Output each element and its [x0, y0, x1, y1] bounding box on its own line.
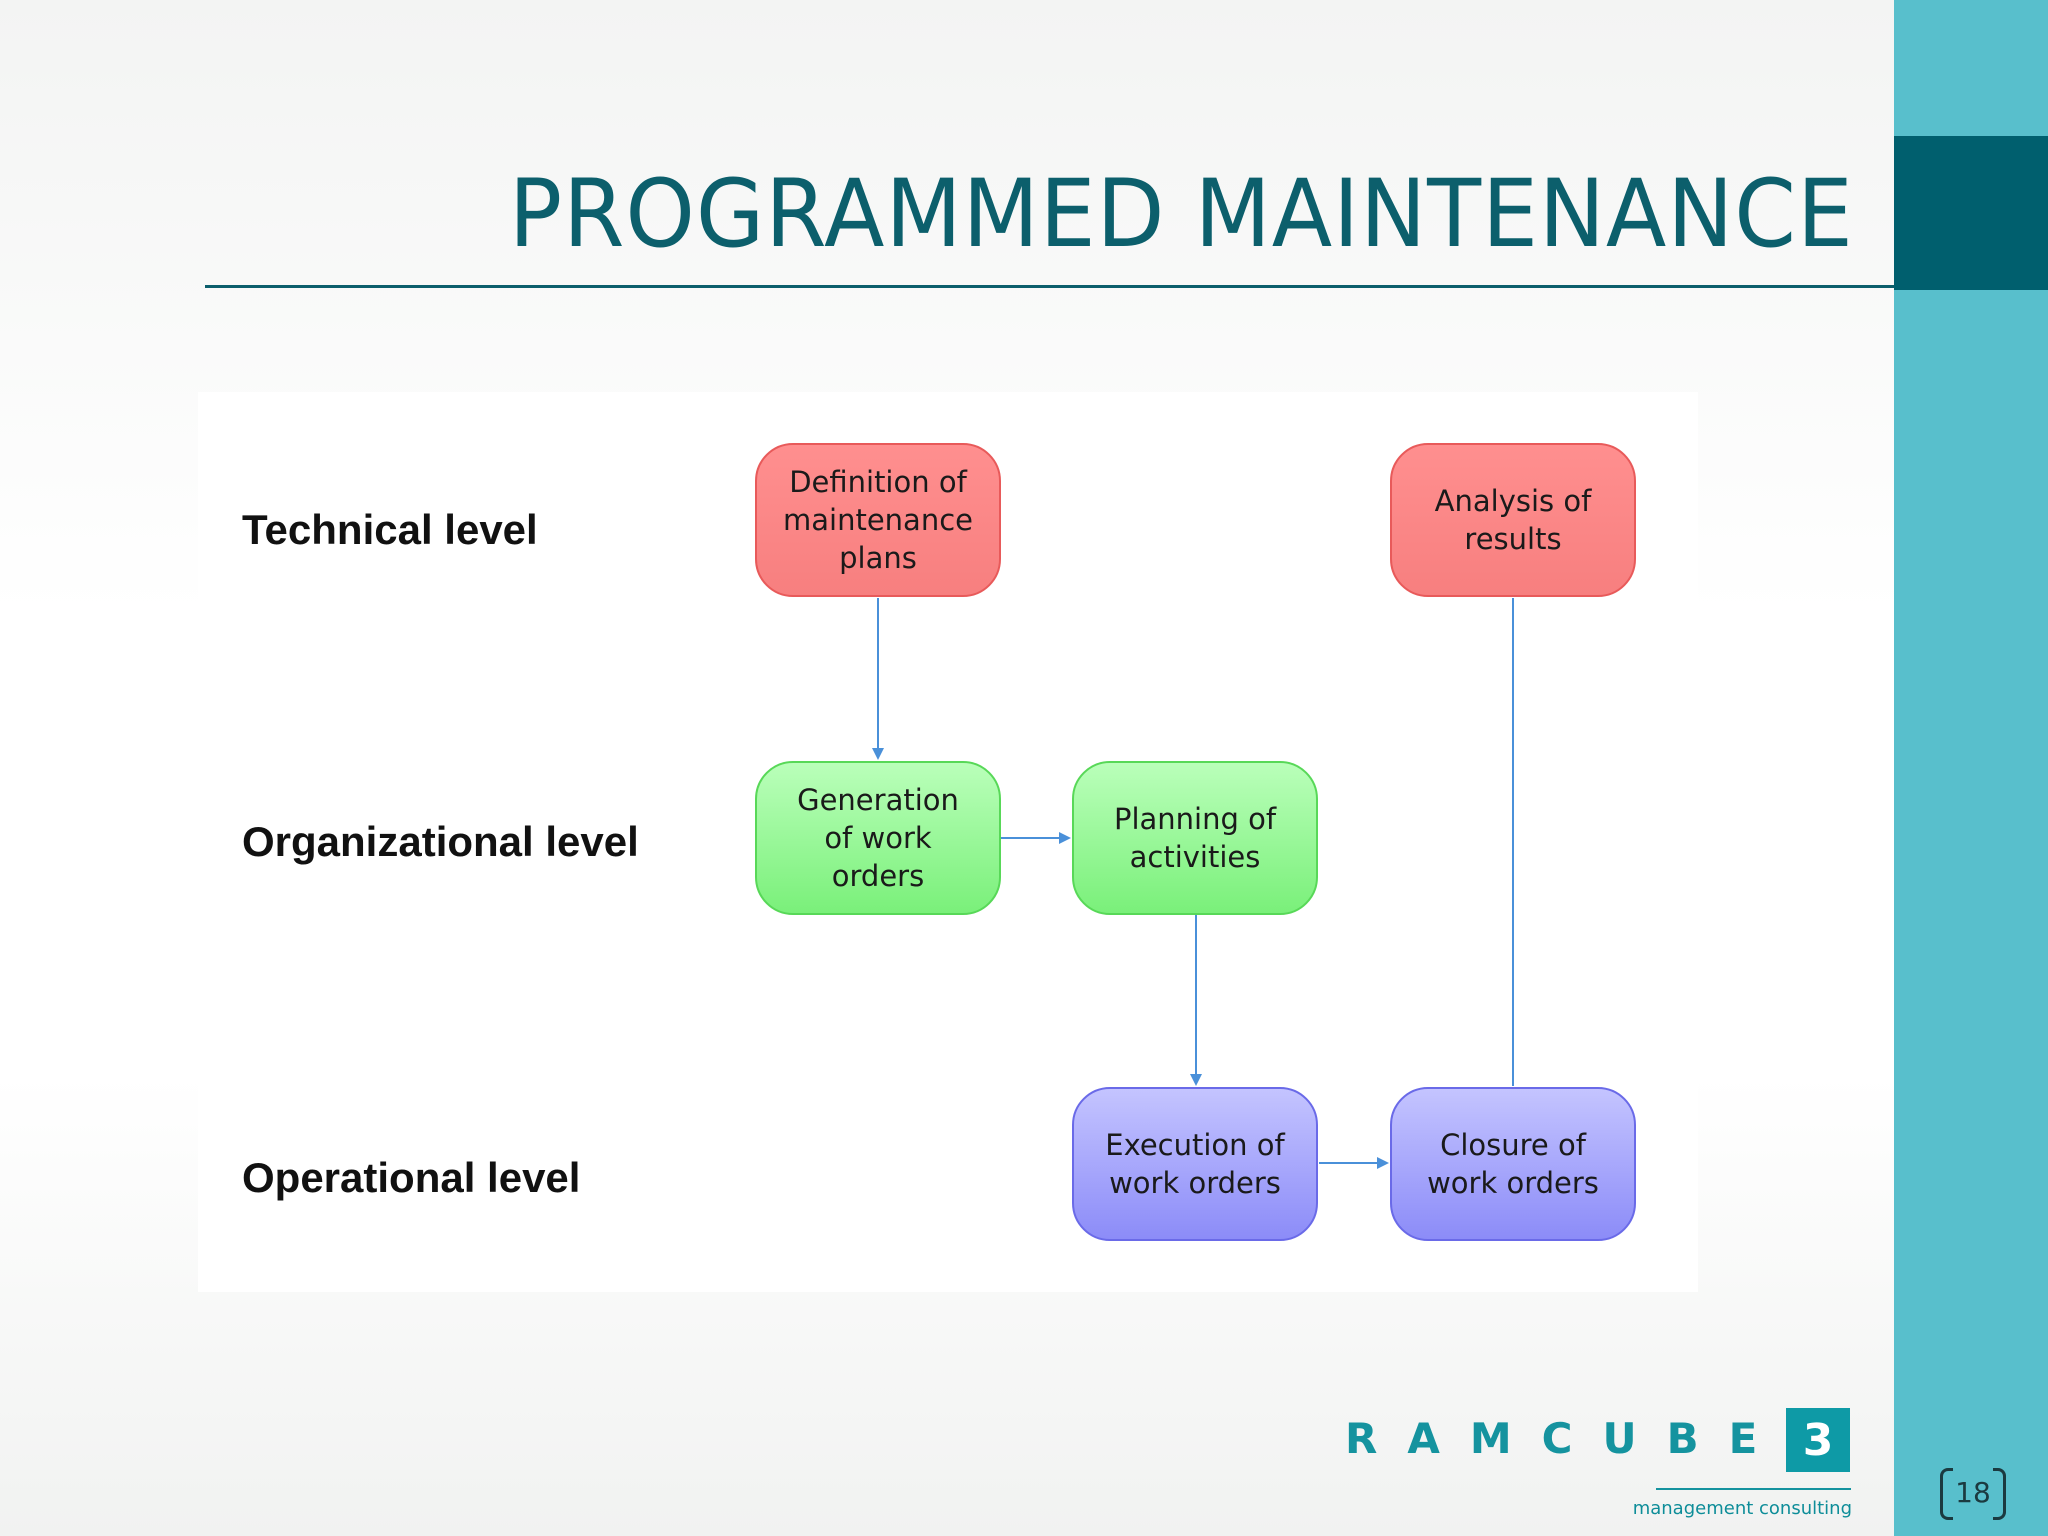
node-text-line: plans	[839, 541, 917, 575]
node-text-line: Planning of	[1113, 802, 1277, 836]
company-logo-wordmark: RAMCUBE	[1345, 1414, 1788, 1463]
company-logo-mark: 3	[1786, 1408, 1850, 1472]
slide-title: PROGRAMMED MAINTENANCE	[509, 160, 1854, 269]
right-accent-dark-block	[1894, 136, 2048, 290]
node-closure-of-work-orders: Closure of work orders	[1390, 1087, 1636, 1241]
node-text-line: of work	[824, 821, 932, 855]
node-text-line: Execution of	[1105, 1128, 1285, 1162]
node-text-line: Analysis of	[1434, 484, 1592, 518]
node-definition-of-maintenance-plans: Definition of maintenance plans	[755, 443, 1001, 597]
node-execution-of-work-orders: Execution of work orders	[1072, 1087, 1318, 1241]
node-planning-of-activities: Planning of activities	[1072, 761, 1318, 915]
node-text-line: Closure of	[1440, 1128, 1586, 1162]
node-text-line: Definition of	[789, 465, 967, 499]
node-analysis-of-results: Analysis of results	[1390, 443, 1636, 597]
logo-divider	[1656, 1488, 1851, 1490]
level-label-technical: Technical level	[242, 506, 538, 553]
level-label-operational: Operational level	[242, 1154, 581, 1201]
company-logo-tagline: management consulting	[1632, 1498, 1852, 1519]
node-text-line: orders	[831, 859, 925, 893]
node-generation-of-work-orders: Generation of work orders	[755, 761, 1001, 915]
level-label-organizational: Organizational level	[242, 818, 639, 865]
node-text-line: Generation	[797, 783, 959, 817]
title-underline	[205, 285, 1894, 288]
node-text-line: activities	[1129, 840, 1261, 874]
node-text-line: work orders	[1109, 1166, 1281, 1200]
page-number: 18	[1940, 1468, 2006, 1520]
node-text-line: maintenance	[783, 503, 973, 537]
node-text-line: work orders	[1427, 1166, 1599, 1200]
node-text-line: results	[1464, 522, 1562, 556]
